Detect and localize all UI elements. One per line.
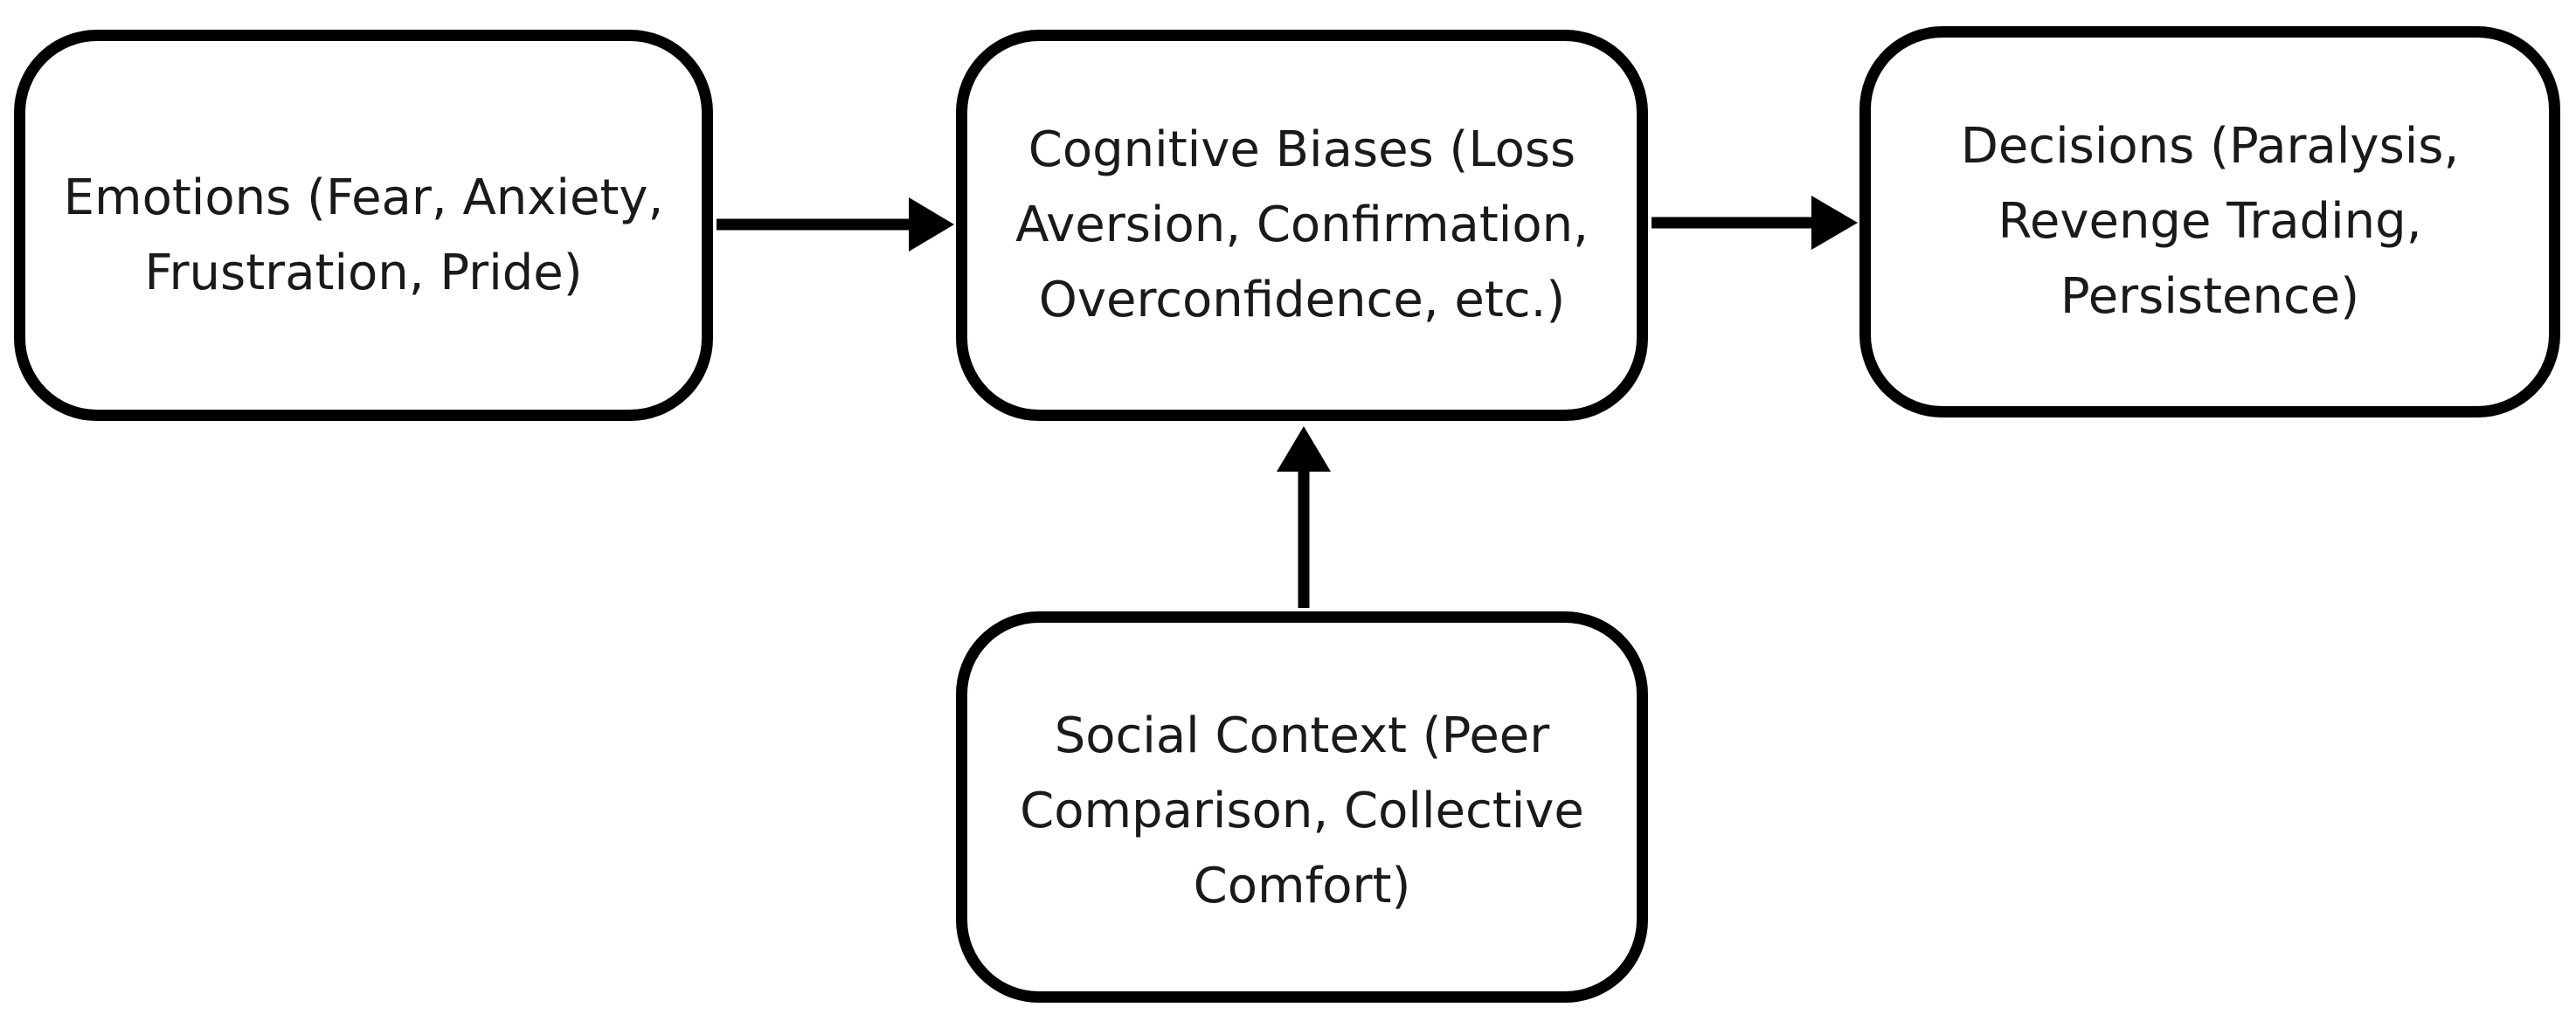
node-social-context: Social Context (Peer Comparison, Collect… — [956, 611, 1648, 1003]
node-decisions-label: Decisions (Paralysis, Revenge Trading, P… — [1960, 118, 2460, 325]
arrow-social-to-biases — [1277, 426, 1331, 608]
node-emotions-label: Emotions (Fear, Anxiety, Frustration, Pr… — [63, 169, 664, 301]
node-social-context-label: Social Context (Peer Comparison, Collect… — [1020, 707, 1584, 914]
arrow-emotions-to-biases — [717, 197, 954, 252]
node-emotions: Emotions (Fear, Anxiety, Frustration, Pr… — [14, 30, 713, 421]
arrow-biases-to-decisions — [1652, 196, 1858, 250]
node-decisions: Decisions (Paralysis, Revenge Trading, P… — [1859, 26, 2560, 417]
node-cognitive-biases-label: Cognitive Biases (Loss Aversion, Confirm… — [1015, 121, 1589, 328]
node-cognitive-biases: Cognitive Biases (Loss Aversion, Confirm… — [956, 30, 1648, 421]
